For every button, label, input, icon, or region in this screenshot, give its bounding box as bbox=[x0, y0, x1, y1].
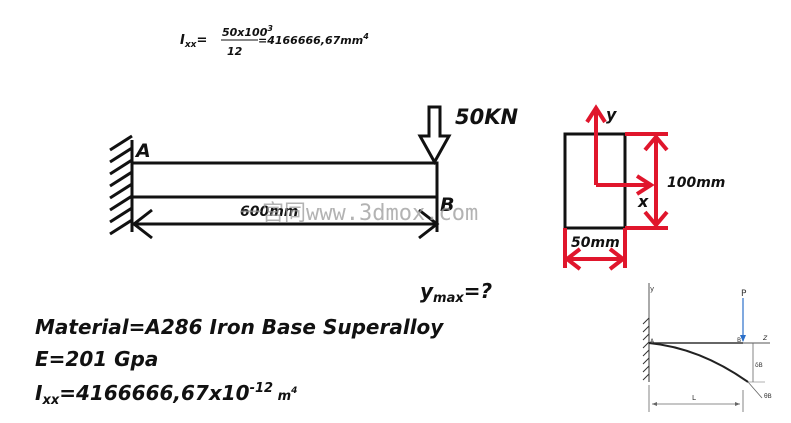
beam bbox=[130, 161, 439, 199]
point-a-label: A bbox=[134, 140, 151, 162]
width-dimension bbox=[563, 228, 627, 271]
ref-z-label: z bbox=[762, 333, 768, 342]
ref-angle-label: θB bbox=[764, 393, 772, 400]
material-line: Material=A286 Iron Base Superalloy bbox=[35, 315, 444, 339]
width-label: 50mm bbox=[571, 235, 620, 251]
ref-length-arrow-right bbox=[735, 402, 740, 406]
ymax-question: ymax=? bbox=[420, 279, 493, 306]
ref-length-label: L bbox=[692, 394, 696, 402]
y-axis-arrowhead bbox=[585, 104, 607, 124]
height-label: 100mm bbox=[667, 175, 725, 191]
formula-lhs: Ixx= bbox=[180, 33, 207, 50]
ref-y-label: y bbox=[650, 285, 654, 293]
section-y-label: y bbox=[606, 105, 617, 124]
ref-deflection-curve bbox=[648, 342, 749, 383]
ref-load-arrowhead bbox=[740, 335, 746, 342]
reference-diagram: y z P A B δB θB bbox=[642, 283, 772, 412]
x-axis-arrowhead bbox=[635, 174, 655, 196]
material-properties: Material=A286 Iron Base Superalloy E=201… bbox=[35, 315, 444, 408]
inertia-line: Ixx=4166666,67x10-12 m4 bbox=[35, 381, 297, 408]
point-b-label: B bbox=[440, 194, 454, 216]
section-x-label: x bbox=[637, 192, 649, 211]
ref-point-a: A bbox=[650, 338, 655, 345]
load-arrow bbox=[417, 105, 452, 166]
height-dimension bbox=[625, 132, 669, 230]
fixed-support-wall bbox=[109, 134, 134, 236]
formula: Ixx= 50x1003 12 =4166666,67mm4 bbox=[180, 24, 369, 58]
load-label: 50KN bbox=[455, 105, 518, 129]
length-dimension bbox=[131, 197, 440, 240]
watermark: 一宮同www.3dmox.com bbox=[240, 201, 478, 226]
ref-tangent-line bbox=[747, 381, 763, 399]
modulus-line: E=201 Gpa bbox=[35, 347, 158, 371]
formula-result: =4166666,67mm4 bbox=[258, 32, 369, 47]
beam-diagram: 600mm A B 50KN bbox=[109, 105, 518, 240]
ref-length-arrow-left bbox=[652, 402, 657, 406]
ref-point-b: B bbox=[737, 337, 741, 344]
ref-load-label: P bbox=[741, 289, 747, 299]
formula-denominator: 12 bbox=[227, 45, 243, 58]
length-label: 600mm bbox=[240, 204, 298, 220]
formula-numerator: 50x1003 bbox=[222, 24, 273, 39]
ref-wall bbox=[642, 317, 650, 382]
cross-section: y x 100mm 50mm bbox=[563, 104, 725, 271]
ref-deflection-label: δB bbox=[755, 362, 763, 369]
